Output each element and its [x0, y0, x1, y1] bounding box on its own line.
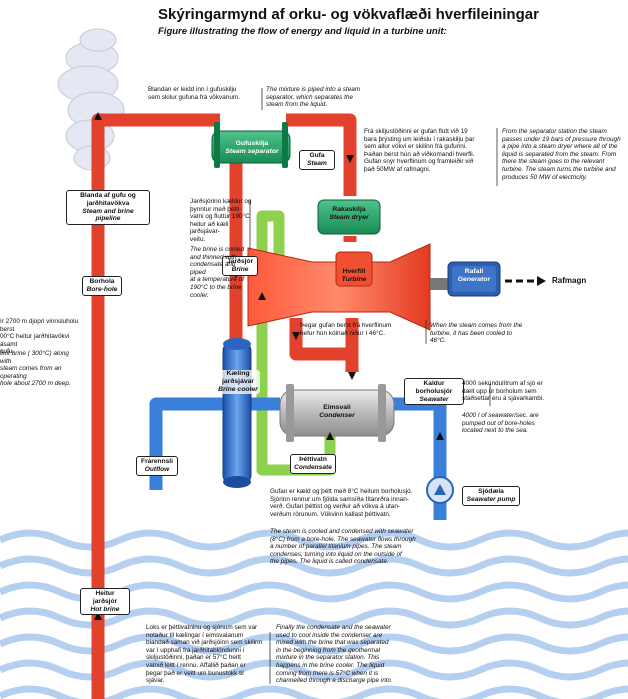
electricity-arrow: [505, 276, 546, 286]
text-steam-is: Frá skiljustöðinni er gufan flutt við 19…: [364, 128, 475, 173]
text-outflow-en: Finally the condensate and the seawater …: [276, 624, 392, 685]
text-separator-en: The mixture is piped into a steam separa…: [266, 86, 361, 109]
text-turbine-en: When the steam comes from the turbine, i…: [430, 322, 523, 345]
text-condenser-en: The steam is cooled and condensed with s…: [270, 528, 416, 566]
text-turbine-is: Þegar gufan berst frá hverflinum hefur h…: [300, 322, 392, 337]
text-seawater-is: 4000 sekúndulítrum af sjó er dælt upp úr…: [462, 380, 545, 403]
title-icelandic: Skýringarmynd af orku- og vökvaflæði hve…: [158, 6, 539, 23]
text-brine-en: The brine is cooled and thinned with con…: [190, 246, 244, 299]
steam-dryer: [317, 199, 381, 235]
text-outflow-is: Loks er þéttivatninu og sjónum sem var n…: [146, 624, 263, 685]
condenser: [279, 389, 395, 437]
brine-cooler: [222, 341, 252, 485]
label-electricity: Rafmagn: [552, 276, 587, 285]
text-separator-is: Blandan er leidd inn í gufuskilju sem sk…: [148, 86, 240, 101]
title-english: Figure illustrating the flow of energy a…: [158, 26, 447, 37]
text-steam-en: From the separator station the steam pas…: [502, 128, 621, 181]
steam-separator: [211, 130, 291, 164]
text-borehole-is: ír 2700 m djúpri vinnsluholu berst 00°C …: [0, 318, 79, 356]
text-borehole-en: Hot brine ( 300°C) along with steam come…: [0, 350, 71, 388]
text-seawater-en: 4000 l of seawater/sec. are pumped out o…: [462, 412, 539, 435]
text-brine-is: Jarðsjórinn kældur og þynntur með þétti-…: [190, 198, 252, 243]
steam-plume: [57, 28, 125, 171]
text-condenser-is: Gufan er kæld og þétt með 8°C heitum bor…: [270, 488, 413, 518]
